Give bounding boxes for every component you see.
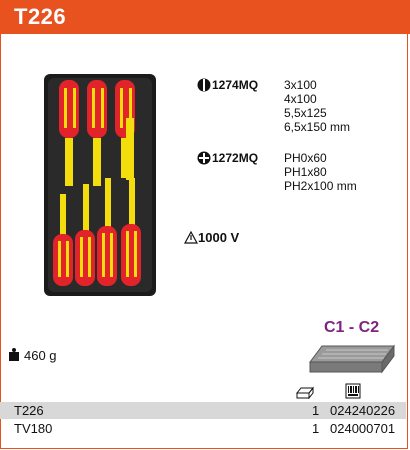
tray-outline-illustration [309,344,395,374]
phillips-screwdriver-icon [197,151,211,165]
screwdriver-top-1 [59,80,79,186]
weight-value: 460 g [24,348,57,363]
title-bar: T226 [0,0,410,34]
tray-box-icon [296,386,314,399]
screwdriver-top-2 [87,80,107,186]
weight-icon [9,348,19,361]
row-code: 024240226 [330,403,396,418]
screwdriver-bottom-1 [53,194,73,286]
size-list-phillips: PH0x60 PH1x80 PH2x100 mm [284,151,357,193]
slotted-screwdriver-icon [197,78,211,92]
screwdriver-bottom-3 [97,178,117,286]
row-qty: 1 [312,403,320,418]
product-code-phillips: 1272MQ [212,151,259,165]
size-item: PH0x60 [284,151,327,165]
product-frame [0,34,408,449]
page-title: T226 [14,4,67,29]
row-qty: 1 [312,421,320,436]
size-item: 5,5x125 [284,106,327,120]
size-list-slotted: 3x100 4x100 5,5x125 6,5x150 mm [284,78,350,134]
screwdriver-side [126,118,134,180]
tray-size-label: C1 - C2 [324,319,380,336]
table-row: TV180 1 024000701 [0,420,406,437]
size-item: PH1x80 [284,165,327,179]
size-item: 6,5x150 mm [284,120,351,134]
row-name: T226 [14,403,44,418]
screwdriver-bottom-2 [75,184,95,286]
size-item: PH2x100 mm [284,179,357,193]
screwdriver-bottom-4 [121,178,141,286]
size-item: 3x100 [284,78,317,92]
insulation-warning-icon [184,231,198,244]
barcode-icon [345,383,361,399]
screwdriver-tray-illustration [48,78,152,292]
row-code: 024000701 [330,421,396,436]
tray-image [44,74,156,296]
size-item: 4x100 [284,92,317,106]
table-row: T226 1 024240226 [0,402,406,419]
row-name: TV180 [14,421,53,436]
voltage-rating: 1000 V [198,230,240,245]
product-code-slotted: 1274MQ [212,78,259,92]
